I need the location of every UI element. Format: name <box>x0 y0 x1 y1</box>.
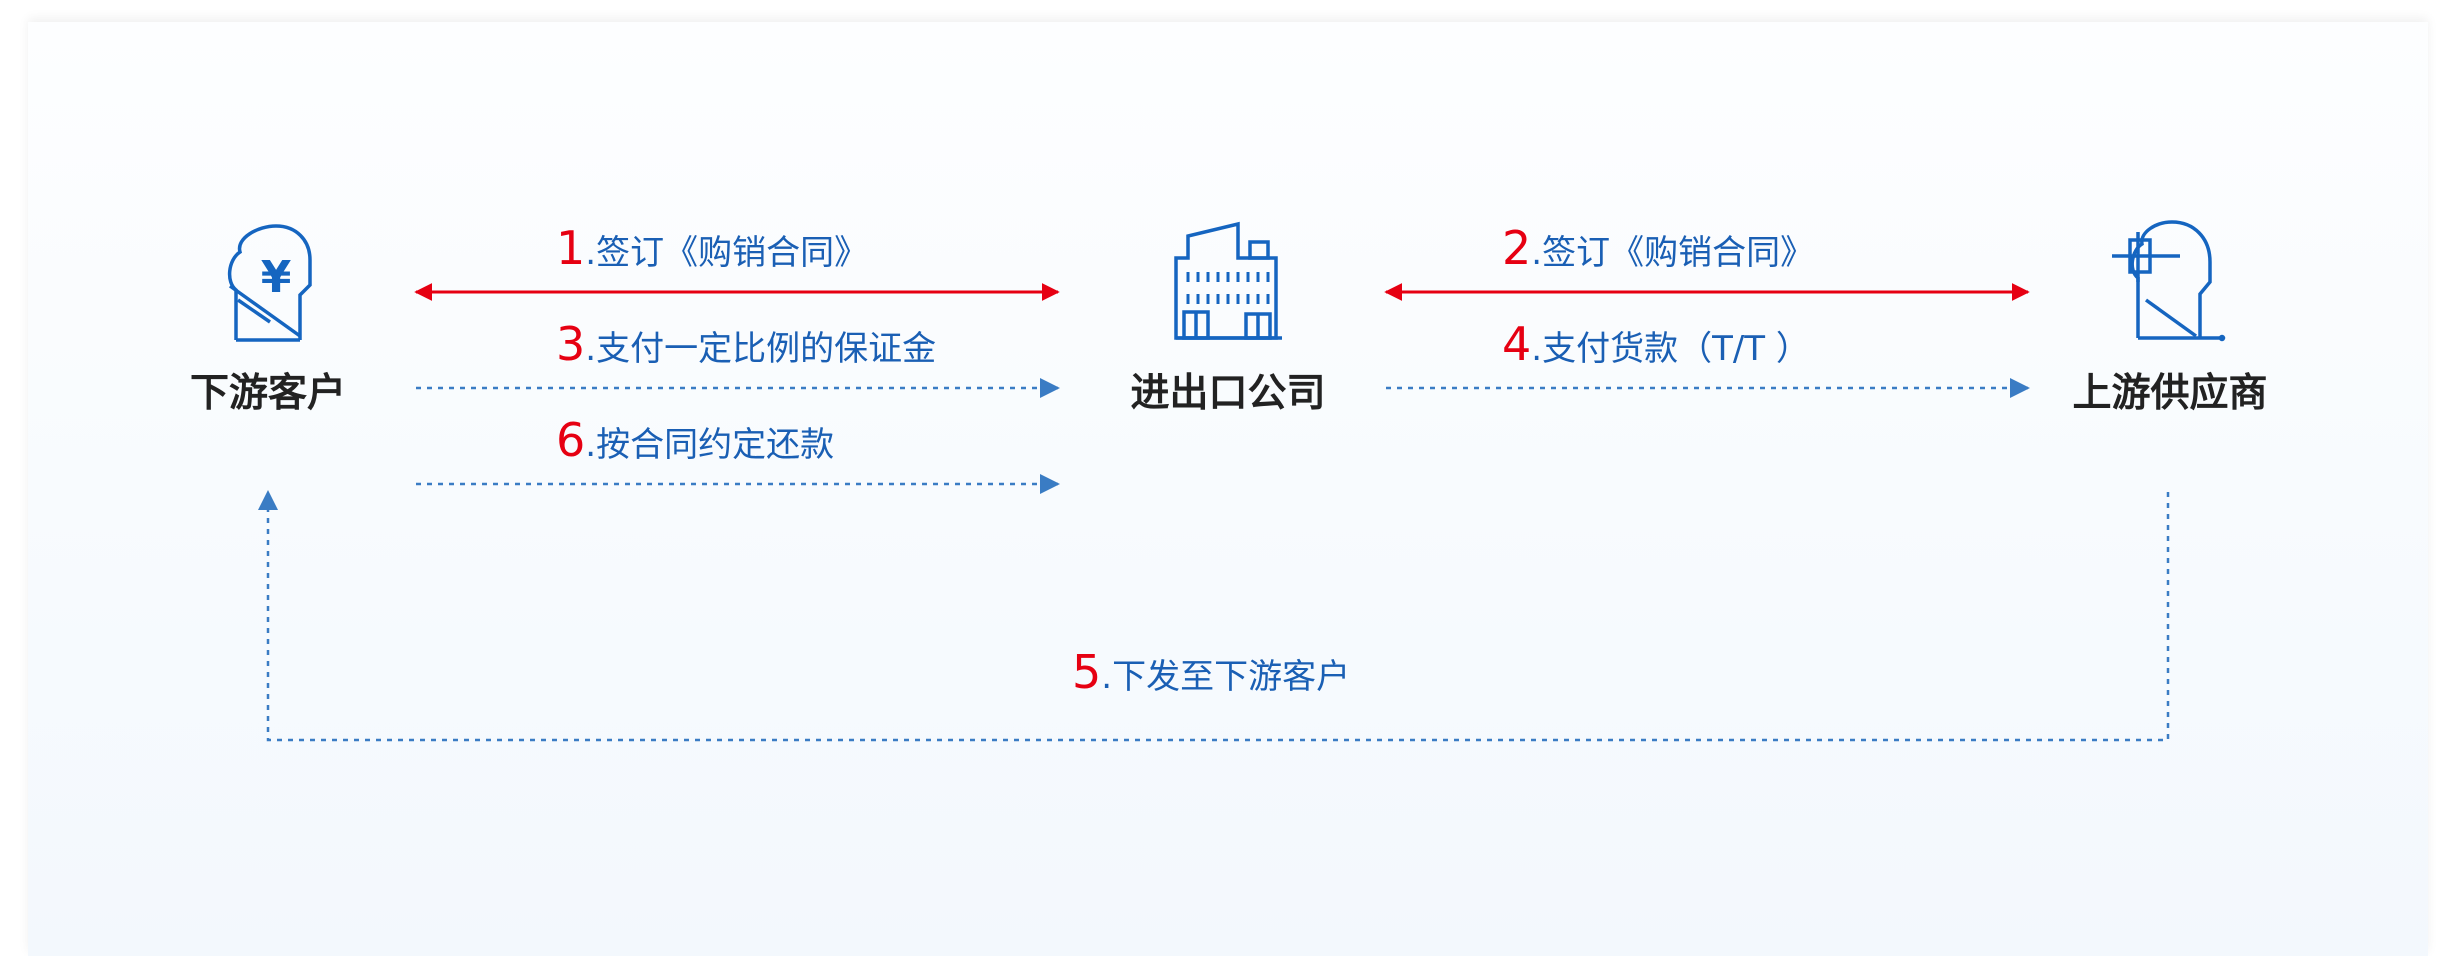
customer-yuan-head-icon: ¥ <box>227 224 312 342</box>
step-label-1: 1.签订《购销合同》 <box>556 221 868 275</box>
supplier-head-icon <box>2112 220 2226 342</box>
step-text-5: .下发至下游客户 <box>1101 657 1350 697</box>
step-text-6: .按合同约定还款 <box>585 425 834 465</box>
step-text-1: .签订《购销合同》 <box>585 233 868 273</box>
step-number-1: 1 <box>556 221 585 275</box>
step-label-4: 4.支付货款（T/T ） <box>1502 317 1810 371</box>
step-label-3: 3.支付一定比例的保证金 <box>556 317 936 371</box>
step-number-2: 2 <box>1502 221 1531 275</box>
office-building-icon <box>1174 221 1282 340</box>
svg-text:¥: ¥ <box>261 252 292 303</box>
node-label-import-export-company: 进出口公司 <box>1130 371 1325 416</box>
step-label-6: 6.按合同约定还款 <box>556 413 834 467</box>
step-label-5: 5.下发至下游客户 <box>1072 645 1350 699</box>
node-label-downstream-customer: 下游客户 <box>190 371 346 416</box>
step-text-2: .签订《购销合同》 <box>1531 233 1814 273</box>
step-label-2: 2.签订《购销合同》 <box>1502 221 1814 275</box>
step-number-5: 5 <box>1072 645 1101 699</box>
diagram-panel <box>28 22 2428 956</box>
step-text-4: .支付货款（T/T ） <box>1531 329 1810 369</box>
step-number-6: 6 <box>556 413 585 467</box>
step-text-3: .支付一定比例的保证金 <box>585 329 936 369</box>
arrow-step-5-dispatch <box>258 490 2170 742</box>
step-number-3: 3 <box>556 317 585 371</box>
node-label-upstream-supplier: 上游供应商 <box>2072 371 2267 416</box>
step-number-4: 4 <box>1502 317 1531 371</box>
